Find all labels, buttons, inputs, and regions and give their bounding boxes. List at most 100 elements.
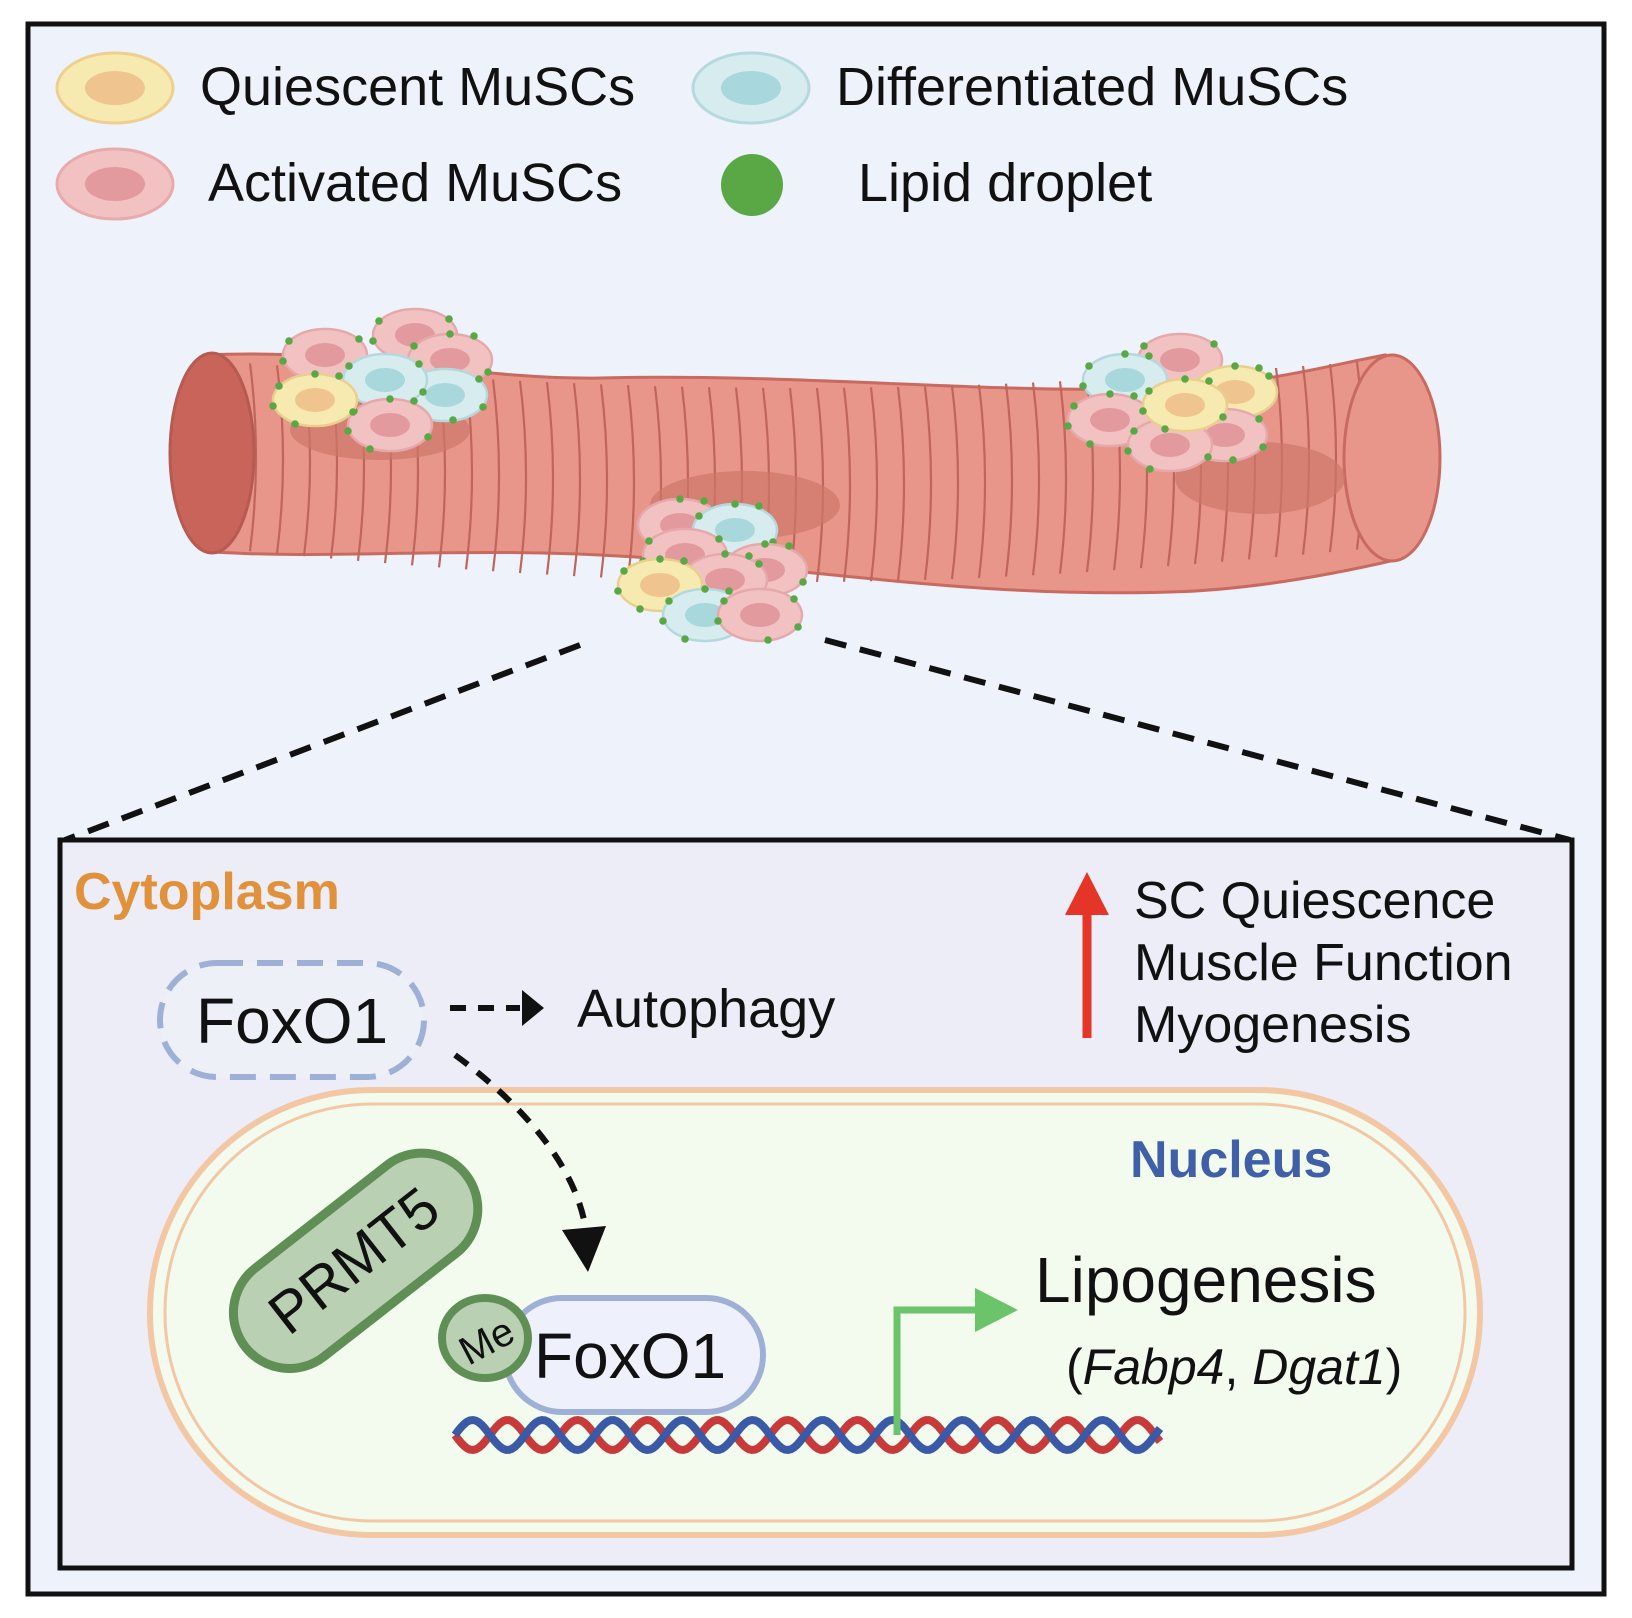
lipid-droplet xyxy=(720,597,728,605)
lipid-droplet xyxy=(311,370,319,378)
lipid-droplet xyxy=(355,335,363,343)
lipid-droplet xyxy=(620,567,628,575)
prmt5-pill xyxy=(228,1148,483,1374)
lipogenesis-label: Lipogenesis xyxy=(1035,1244,1377,1316)
lipid-droplet xyxy=(764,636,772,644)
lipid-droplet xyxy=(1219,413,1227,421)
lipid-droplet xyxy=(366,445,374,453)
lipid-droplet xyxy=(1161,425,1169,433)
lipid-droplet xyxy=(349,408,357,416)
lipid-droplet xyxy=(410,397,418,405)
target-genes: (Fabp4, Dgat1) xyxy=(1066,1338,1402,1396)
lipid-droplet xyxy=(1265,372,1273,380)
lipid-droplet xyxy=(1145,387,1153,395)
lipid-droplet xyxy=(269,402,277,410)
dna-strand-blue xyxy=(451,1415,1164,1455)
quiescent-cell xyxy=(1139,375,1229,433)
lipid-droplet xyxy=(636,605,644,613)
lipid-droplet xyxy=(1124,447,1132,455)
lipid-droplet xyxy=(1146,465,1154,473)
lipid-droplet xyxy=(1259,443,1267,451)
legend-quiescent-label: Quiescent MuSCs xyxy=(200,57,636,117)
lipid-droplet xyxy=(645,537,653,545)
lipid-droplet xyxy=(1139,407,1147,415)
lipid-droplet xyxy=(614,587,622,595)
legend-quiescent-swatch xyxy=(55,51,175,125)
autophagy-label: Autophagy xyxy=(577,979,836,1039)
lipid-droplet xyxy=(755,502,763,510)
zoom-line-left xyxy=(63,642,582,843)
lipid-droplet xyxy=(449,416,457,424)
muscle-stripe xyxy=(545,381,555,575)
arrow-to-autophagy-head xyxy=(522,990,544,1026)
legend-lipid-swatch xyxy=(721,154,783,216)
arrow-to-nucleus-head xyxy=(562,1226,606,1272)
lipid-droplet xyxy=(369,337,377,345)
lipid-droplet xyxy=(344,427,352,435)
gene-fabp4: Fabp4 xyxy=(1082,1339,1225,1395)
legend-differentiated-label: Differentiated MuSCs xyxy=(836,57,1349,117)
lipid-droplet xyxy=(755,560,763,568)
lipid-droplet xyxy=(731,500,739,508)
lipid-droplet xyxy=(785,542,793,550)
muscle-stripe xyxy=(1058,381,1068,574)
lipid-droplet xyxy=(410,342,418,350)
lipid-droplet xyxy=(714,617,722,625)
lipid-droplet xyxy=(1121,350,1129,358)
lipid-droplet xyxy=(1255,415,1263,423)
lipid-droplet xyxy=(1210,340,1218,348)
muscle-stripe xyxy=(842,387,852,582)
muscle-stripe xyxy=(491,379,501,572)
muscle-stripe xyxy=(869,387,879,582)
legend-lipid-label: Lipid droplet xyxy=(858,153,1153,213)
genes-separator: , xyxy=(1224,1339,1253,1395)
lipid-droplet xyxy=(790,595,798,603)
genes-open-paren: ( xyxy=(1066,1339,1083,1395)
foxo1-cytoplasm-label: FoxO1 xyxy=(196,985,389,1057)
lipid-droplet xyxy=(1106,390,1114,398)
lipid-droplet xyxy=(291,420,299,428)
lipid-droplet xyxy=(1205,377,1213,385)
lipid-droplet xyxy=(345,362,353,370)
lipid-droplet xyxy=(275,382,283,390)
lipid-droplet xyxy=(375,317,383,325)
lipid-droplet xyxy=(1231,362,1239,370)
lipid-droplet xyxy=(659,617,667,625)
lipid-droplet xyxy=(1229,456,1237,464)
lipid-droplet xyxy=(745,552,753,560)
legend-activated-swatch xyxy=(55,147,175,221)
lipid-droplet xyxy=(475,375,483,383)
lipid-droplet xyxy=(1086,440,1094,448)
lipid-droplet xyxy=(721,550,729,558)
muscle-stripe xyxy=(1328,363,1338,553)
outcome-muscle-function: Muscle Function xyxy=(1134,934,1513,992)
up-arrow-head xyxy=(1065,872,1109,915)
muscle-stripe xyxy=(572,383,582,577)
zoom-line-right xyxy=(824,637,1571,843)
muscle-stripe xyxy=(599,384,609,578)
muscle-stripe xyxy=(977,384,987,579)
foxo1-cytoplasm-pill xyxy=(157,960,427,1080)
lipid-droplet xyxy=(665,597,673,605)
lipid-droplet xyxy=(446,330,454,338)
foxo1-nucleus-label: FoxO1 xyxy=(534,1320,727,1392)
lipid-droplet xyxy=(479,403,487,411)
lipid-droplet xyxy=(1181,375,1189,383)
activated-cell xyxy=(714,587,804,644)
lipid-droplet xyxy=(761,540,769,548)
promoter-arrow-line xyxy=(893,1306,982,1435)
lipid-droplet xyxy=(484,368,492,376)
outcome-myogenesis: Myogenesis xyxy=(1134,996,1412,1054)
lipid-droplet xyxy=(681,635,689,643)
muscle-stripe xyxy=(248,363,258,552)
lipid-droplet xyxy=(656,555,664,563)
lipid-droplet xyxy=(424,433,432,441)
legend-differentiated-swatch xyxy=(691,51,811,125)
methyl-circle xyxy=(438,1294,532,1382)
muscle-stripe xyxy=(626,385,636,579)
lipid-droplet xyxy=(695,512,703,520)
arrow-to-nucleus-line xyxy=(453,1052,588,1226)
lipid-droplet xyxy=(1064,422,1072,430)
